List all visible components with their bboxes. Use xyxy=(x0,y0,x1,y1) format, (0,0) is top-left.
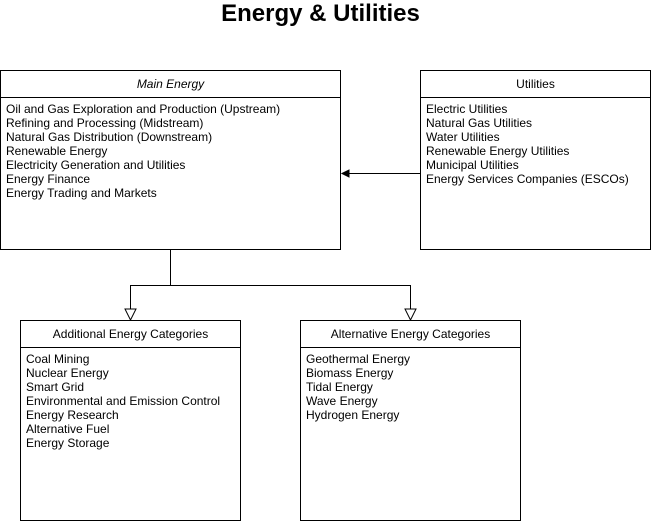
additional-energy-header: Additional Energy Categories xyxy=(21,321,240,348)
main-energy-header: Main Energy xyxy=(1,71,340,98)
list-item: Oil and Gas Exploration and Production (… xyxy=(6,102,281,116)
diagram-title: Energy & Utilities xyxy=(221,0,420,27)
additional-arrowhead xyxy=(124,308,137,322)
utilities-box[interactable]: Utilities Electric Utilities Natural Gas… xyxy=(420,70,651,250)
utilities-list: Electric Utilities Natural Gas Utilities… xyxy=(421,98,650,186)
list-item: Water Utilities xyxy=(426,130,500,144)
additional-energy-box[interactable]: Additional Energy Categories Coal Mining… xyxy=(20,320,241,521)
list-item: Refining and Processing (Midstream) xyxy=(6,116,204,130)
list-item: Coal Mining xyxy=(26,352,90,366)
list-item: Geothermal Energy xyxy=(306,352,411,366)
alternative-arrowhead xyxy=(404,308,417,322)
utilities-header: Utilities xyxy=(421,71,650,98)
alternative-energy-list: Geothermal Energy Biomass Energy Tidal E… xyxy=(301,348,520,422)
list-item: Electric Utilities xyxy=(426,102,508,116)
list-item: Renewable Energy xyxy=(6,144,108,158)
list-item: Energy Research xyxy=(26,408,119,422)
alternative-energy-header: Alternative Energy Categories xyxy=(301,321,520,348)
list-item: Natural Gas Distribution (Downstream) xyxy=(6,130,213,144)
list-item: Energy Services Companies (ESCOs) xyxy=(426,172,629,186)
list-item: Energy Trading and Markets xyxy=(6,186,157,200)
list-item: Electricity Generation and Utilities xyxy=(6,158,186,172)
list-item: Wave Energy xyxy=(306,394,378,408)
main-energy-list: Oil and Gas Exploration and Production (… xyxy=(1,98,340,200)
list-item: Tidal Energy xyxy=(306,380,373,394)
list-item: Energy Storage xyxy=(26,436,110,450)
main-to-children-branch xyxy=(130,285,411,309)
list-item: Energy Finance xyxy=(6,172,91,186)
additional-energy-list: Coal Mining Nuclear Energy Smart Grid En… xyxy=(21,348,240,450)
list-item: Municipal Utilities xyxy=(426,158,519,172)
list-item: Biomass Energy xyxy=(306,366,394,380)
list-item: Nuclear Energy xyxy=(26,366,109,380)
list-item: Environmental and Emission Control xyxy=(26,394,221,408)
list-item: Smart Grid xyxy=(26,380,85,394)
utilities-to-main-arrowhead xyxy=(340,169,350,178)
list-item: Hydrogen Energy xyxy=(306,408,400,422)
alternative-energy-box[interactable]: Alternative Energy Categories Geothermal… xyxy=(300,320,521,521)
main-energy-box[interactable]: Main Energy Oil and Gas Exploration and … xyxy=(0,70,341,250)
list-item: Alternative Fuel xyxy=(26,422,110,436)
list-item: Renewable Energy Utilities xyxy=(426,144,570,158)
list-item: Natural Gas Utilities xyxy=(426,116,533,130)
